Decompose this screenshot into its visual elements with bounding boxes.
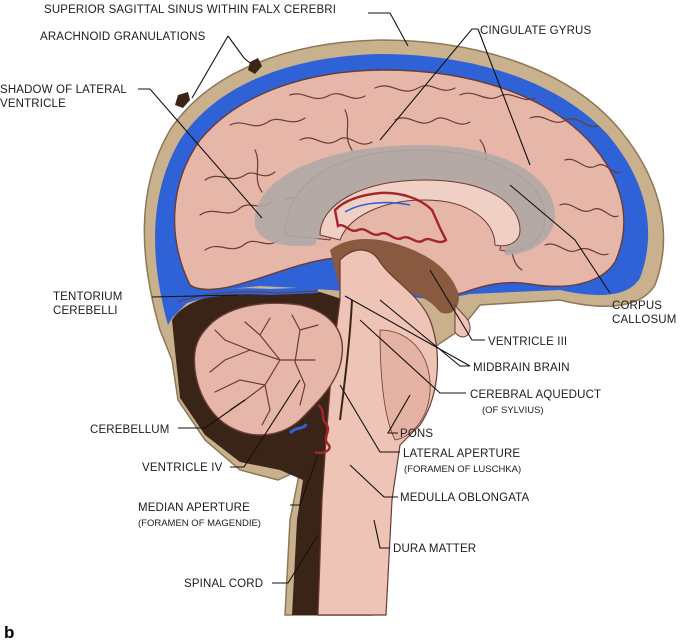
label-shadow-lateral-ventricle-1: SHADOW OF LATERAL <box>0 84 127 96</box>
label-arachnoid-granulations: ARACHNOID GRANULATIONS <box>40 31 206 43</box>
label-shadow-lateral-ventricle-2: VENTRICLE <box>0 98 66 110</box>
label-lateral-aperture-sub: (FORAMEN OF LUSCHKA) <box>404 464 521 475</box>
label-median-aperture-sub: (FORAMEN OF MAGENDIE) <box>138 518 261 529</box>
label-spinal-cord: SPINAL CORD <box>184 578 263 590</box>
label-medulla-oblongata: MEDULLA OBLONGATA <box>400 492 529 504</box>
label-pons: PONS <box>400 428 433 440</box>
label-cerebellum: CEREBELLUM <box>90 424 169 436</box>
label-cingulate-gyrus: CINGULATE GYRUS <box>480 25 591 37</box>
label-median-aperture: MEDIAN APERTURE <box>138 502 250 514</box>
label-ventricle-iii: VENTRICLE III <box>488 336 567 348</box>
label-corpus-callosum-2: CALLOSUM <box>612 314 676 326</box>
panel-letter: b <box>4 623 14 642</box>
label-corpus-callosum-1: CORPUS <box>612 300 662 312</box>
label-superior-sagittal-sinus: SUPERIOR SAGITTAL SINUS WITHIN FALX CERE… <box>44 4 336 16</box>
label-cerebral-aqueduct-sub: (OF SYLVIUS) <box>482 405 544 416</box>
label-cerebral-aqueduct: CEREBRAL AQUEDUCT <box>470 389 601 401</box>
label-dura-matter: DURA MATTER <box>393 543 476 555</box>
label-tentorium-2: CEREBELLI <box>53 305 118 317</box>
label-tentorium-1: TENTORIUM <box>53 291 123 303</box>
label-midbrain: MIDBRAIN BRAIN <box>473 362 570 374</box>
label-ventricle-iv: VENTRICLE IV <box>142 462 223 474</box>
label-lateral-aperture: LATERAL APERTURE <box>403 448 520 460</box>
